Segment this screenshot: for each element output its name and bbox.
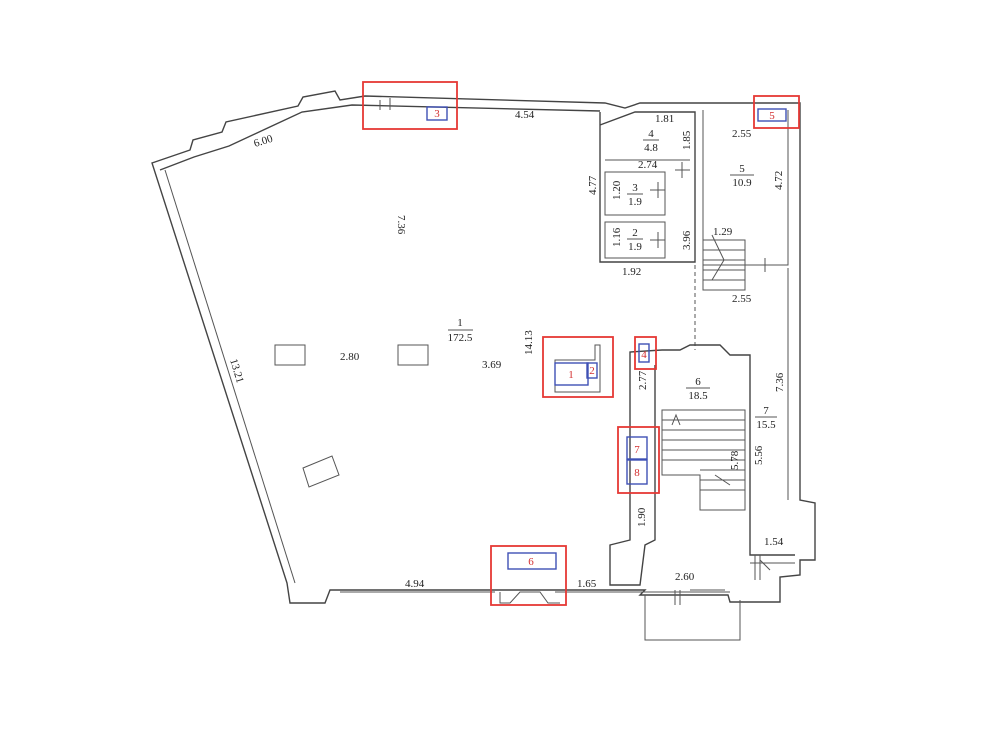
dim-13-21: 13.21	[227, 357, 246, 384]
svg-text:10.9: 10.9	[732, 177, 752, 189]
svg-text:2: 2	[632, 227, 638, 239]
dim-2-74: 2.74	[638, 159, 658, 171]
marker-1-2: 1 2	[542, 336, 614, 398]
dim-5-56: 5.56	[753, 445, 765, 465]
marker-6: 6	[490, 545, 567, 606]
svg-text:8: 8	[634, 467, 640, 479]
svg-text:5: 5	[739, 163, 745, 175]
dim-4-77: 4.77	[587, 175, 599, 195]
room-5-label: 5 10.9	[730, 163, 754, 189]
dim-14-13: 14.13	[523, 330, 535, 355]
dim-5-78: 5.78	[729, 450, 741, 470]
room-7-label: 7 15.5	[755, 405, 777, 431]
dim-4-72: 4.72	[773, 171, 785, 190]
dim-6-00: 6.00	[252, 133, 274, 150]
svg-text:3: 3	[434, 108, 440, 120]
room-3-label: 3 1.9	[627, 182, 643, 208]
room-2-label: 2 1.9	[627, 227, 643, 253]
dim-1-90: 1.90	[636, 507, 648, 527]
svg-text:4: 4	[648, 128, 654, 140]
dim-1-85: 1.85	[681, 130, 693, 150]
dim-7-36-a: 7.36	[395, 215, 407, 235]
marker-4: 4	[634, 336, 657, 370]
doors	[379, 98, 795, 605]
dimension-labels: 6.00 4.54 7.36 13.21 2.80 3.69 14.13 4.9…	[227, 109, 786, 590]
dim-2-77: 2.77	[637, 370, 649, 390]
dim-2-55-b: 2.55	[732, 293, 752, 305]
dim-1-54: 1.54	[764, 536, 784, 548]
lower-stair	[609, 268, 795, 586]
dim-1-81: 1.81	[655, 113, 674, 125]
dim-4-94: 4.94	[405, 578, 425, 590]
dim-1-65: 1.65	[577, 578, 597, 590]
upper-stair	[702, 234, 746, 291]
room-1-label: 1 172.5	[448, 317, 473, 344]
svg-text:1.9: 1.9	[628, 241, 642, 253]
svg-text:4: 4	[641, 349, 647, 361]
svg-text:5: 5	[769, 110, 775, 122]
svg-text:1.9: 1.9	[628, 196, 642, 208]
room-4-label: 4 4.8	[643, 128, 659, 154]
svg-text:7: 7	[763, 405, 769, 417]
svg-text:6: 6	[695, 376, 701, 388]
outer-walls	[151, 90, 816, 641]
svg-text:3: 3	[632, 182, 638, 194]
svg-text:1: 1	[568, 369, 574, 381]
dim-1-92: 1.92	[622, 266, 641, 278]
svg-text:15.5: 15.5	[756, 419, 776, 431]
marker-7-8: 7 8	[617, 426, 660, 494]
svg-text:7: 7	[634, 444, 640, 456]
room1-objects	[274, 344, 601, 488]
svg-text:172.5: 172.5	[448, 332, 473, 344]
dim-2-60: 2.60	[675, 571, 695, 583]
dim-7-36-b: 7.36	[774, 372, 786, 392]
svg-text:1: 1	[457, 317, 463, 329]
dim-1-29: 1.29	[713, 226, 733, 238]
marker-3: 3	[362, 81, 458, 130]
small-rooms	[599, 110, 789, 350]
marker-5: 5	[753, 95, 800, 129]
dim-1-16: 1.16	[611, 227, 623, 247]
svg-text:2: 2	[589, 365, 595, 377]
svg-text:4.8: 4.8	[644, 142, 658, 154]
dim-2-80: 2.80	[340, 351, 360, 363]
dim-3-96: 3.96	[681, 230, 693, 250]
dim-3-69: 3.69	[482, 359, 502, 371]
room-6-label: 6 18.5	[686, 376, 710, 402]
svg-text:18.5: 18.5	[688, 390, 708, 402]
dim-4-54: 4.54	[515, 109, 535, 121]
dim-1-20: 1.20	[611, 180, 623, 200]
dim-2-55-a: 2.55	[732, 128, 752, 140]
room-labels: 1 172.5 4 4.8 3 1.9 2 1.9 5 10.9 6 18.5	[448, 128, 777, 431]
svg-text:6: 6	[528, 556, 534, 568]
